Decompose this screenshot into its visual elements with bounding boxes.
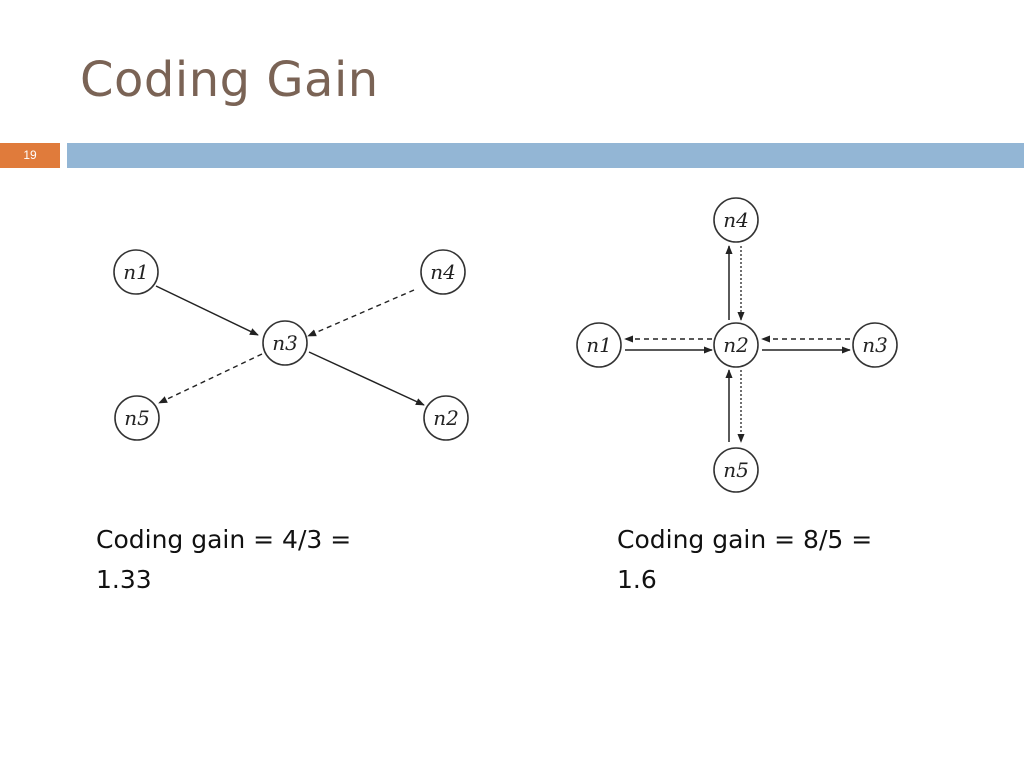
right-node-n5-label: n5	[723, 458, 749, 482]
right-node-n2: n2	[713, 322, 759, 368]
left-node-n1: n1	[113, 249, 159, 295]
edge-left-n1-n3	[155, 285, 259, 336]
caption-left-line1: Coding gain = 4/3 =	[96, 525, 352, 554]
edge-left-n3-n2	[308, 351, 425, 406]
title-bar	[67, 143, 1024, 168]
right-node-n5: n5	[713, 447, 759, 493]
left-node-n4-label: n4	[430, 260, 456, 284]
slide-number: 19	[0, 143, 60, 168]
caption-left: Coding gain = 4/3 = 1.33	[96, 520, 426, 600]
caption-right-line1: Coding gain = 8/5 =	[617, 525, 873, 554]
left-node-n2-label: n2	[433, 406, 459, 430]
left-node-n5: n5	[114, 395, 160, 441]
slide-title: Coding Gain	[80, 52, 379, 108]
right-node-n3-label: n3	[862, 333, 888, 357]
left-node-n5-label: n5	[124, 406, 150, 430]
left-node-n1-label: n1	[123, 260, 149, 284]
right-node-n1-label: n1	[586, 333, 612, 357]
left-node-n4: n4	[420, 249, 466, 295]
edge-left-n4-n3	[307, 289, 415, 337]
caption-left-line2: 1.33	[96, 565, 152, 594]
right-node-n2-label: n2	[723, 333, 749, 357]
left-node-n3-label: n3	[272, 331, 298, 355]
caption-right: Coding gain = 8/5 = 1.6	[617, 520, 947, 600]
left-diagram: n1 n4 n3 n5 n2	[113, 249, 469, 441]
right-node-n4-label: n4	[723, 208, 749, 232]
left-node-n2: n2	[423, 395, 469, 441]
left-node-n3: n3	[262, 320, 308, 366]
right-node-n1: n1	[576, 322, 622, 368]
right-node-n4: n4	[713, 197, 759, 243]
right-node-n3: n3	[852, 322, 898, 368]
edge-left-n3-n5	[158, 353, 263, 404]
right-diagram: n4 n1 n2 n3 n5	[576, 197, 898, 493]
caption-right-line2: 1.6	[617, 565, 657, 594]
